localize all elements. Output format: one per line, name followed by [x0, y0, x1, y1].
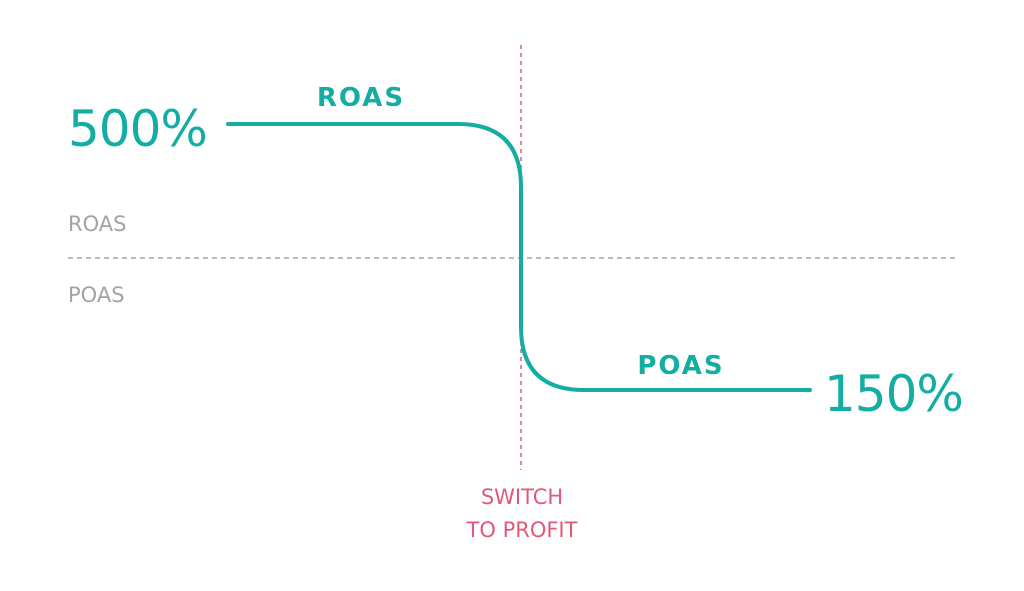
end-value: 150% — [824, 365, 963, 423]
switch-label-line2: TO PROFIT — [466, 518, 578, 542]
upper-zone-label: ROAS — [68, 212, 126, 236]
low-curve-label: POAS — [637, 351, 724, 381]
metric-step-curve — [226, 122, 812, 392]
lower-zone-label: POAS — [68, 283, 125, 307]
high-curve-label: ROAS — [317, 83, 405, 113]
start-value: 500% — [68, 100, 207, 158]
switch-label-line1: SWITCH — [481, 485, 563, 509]
